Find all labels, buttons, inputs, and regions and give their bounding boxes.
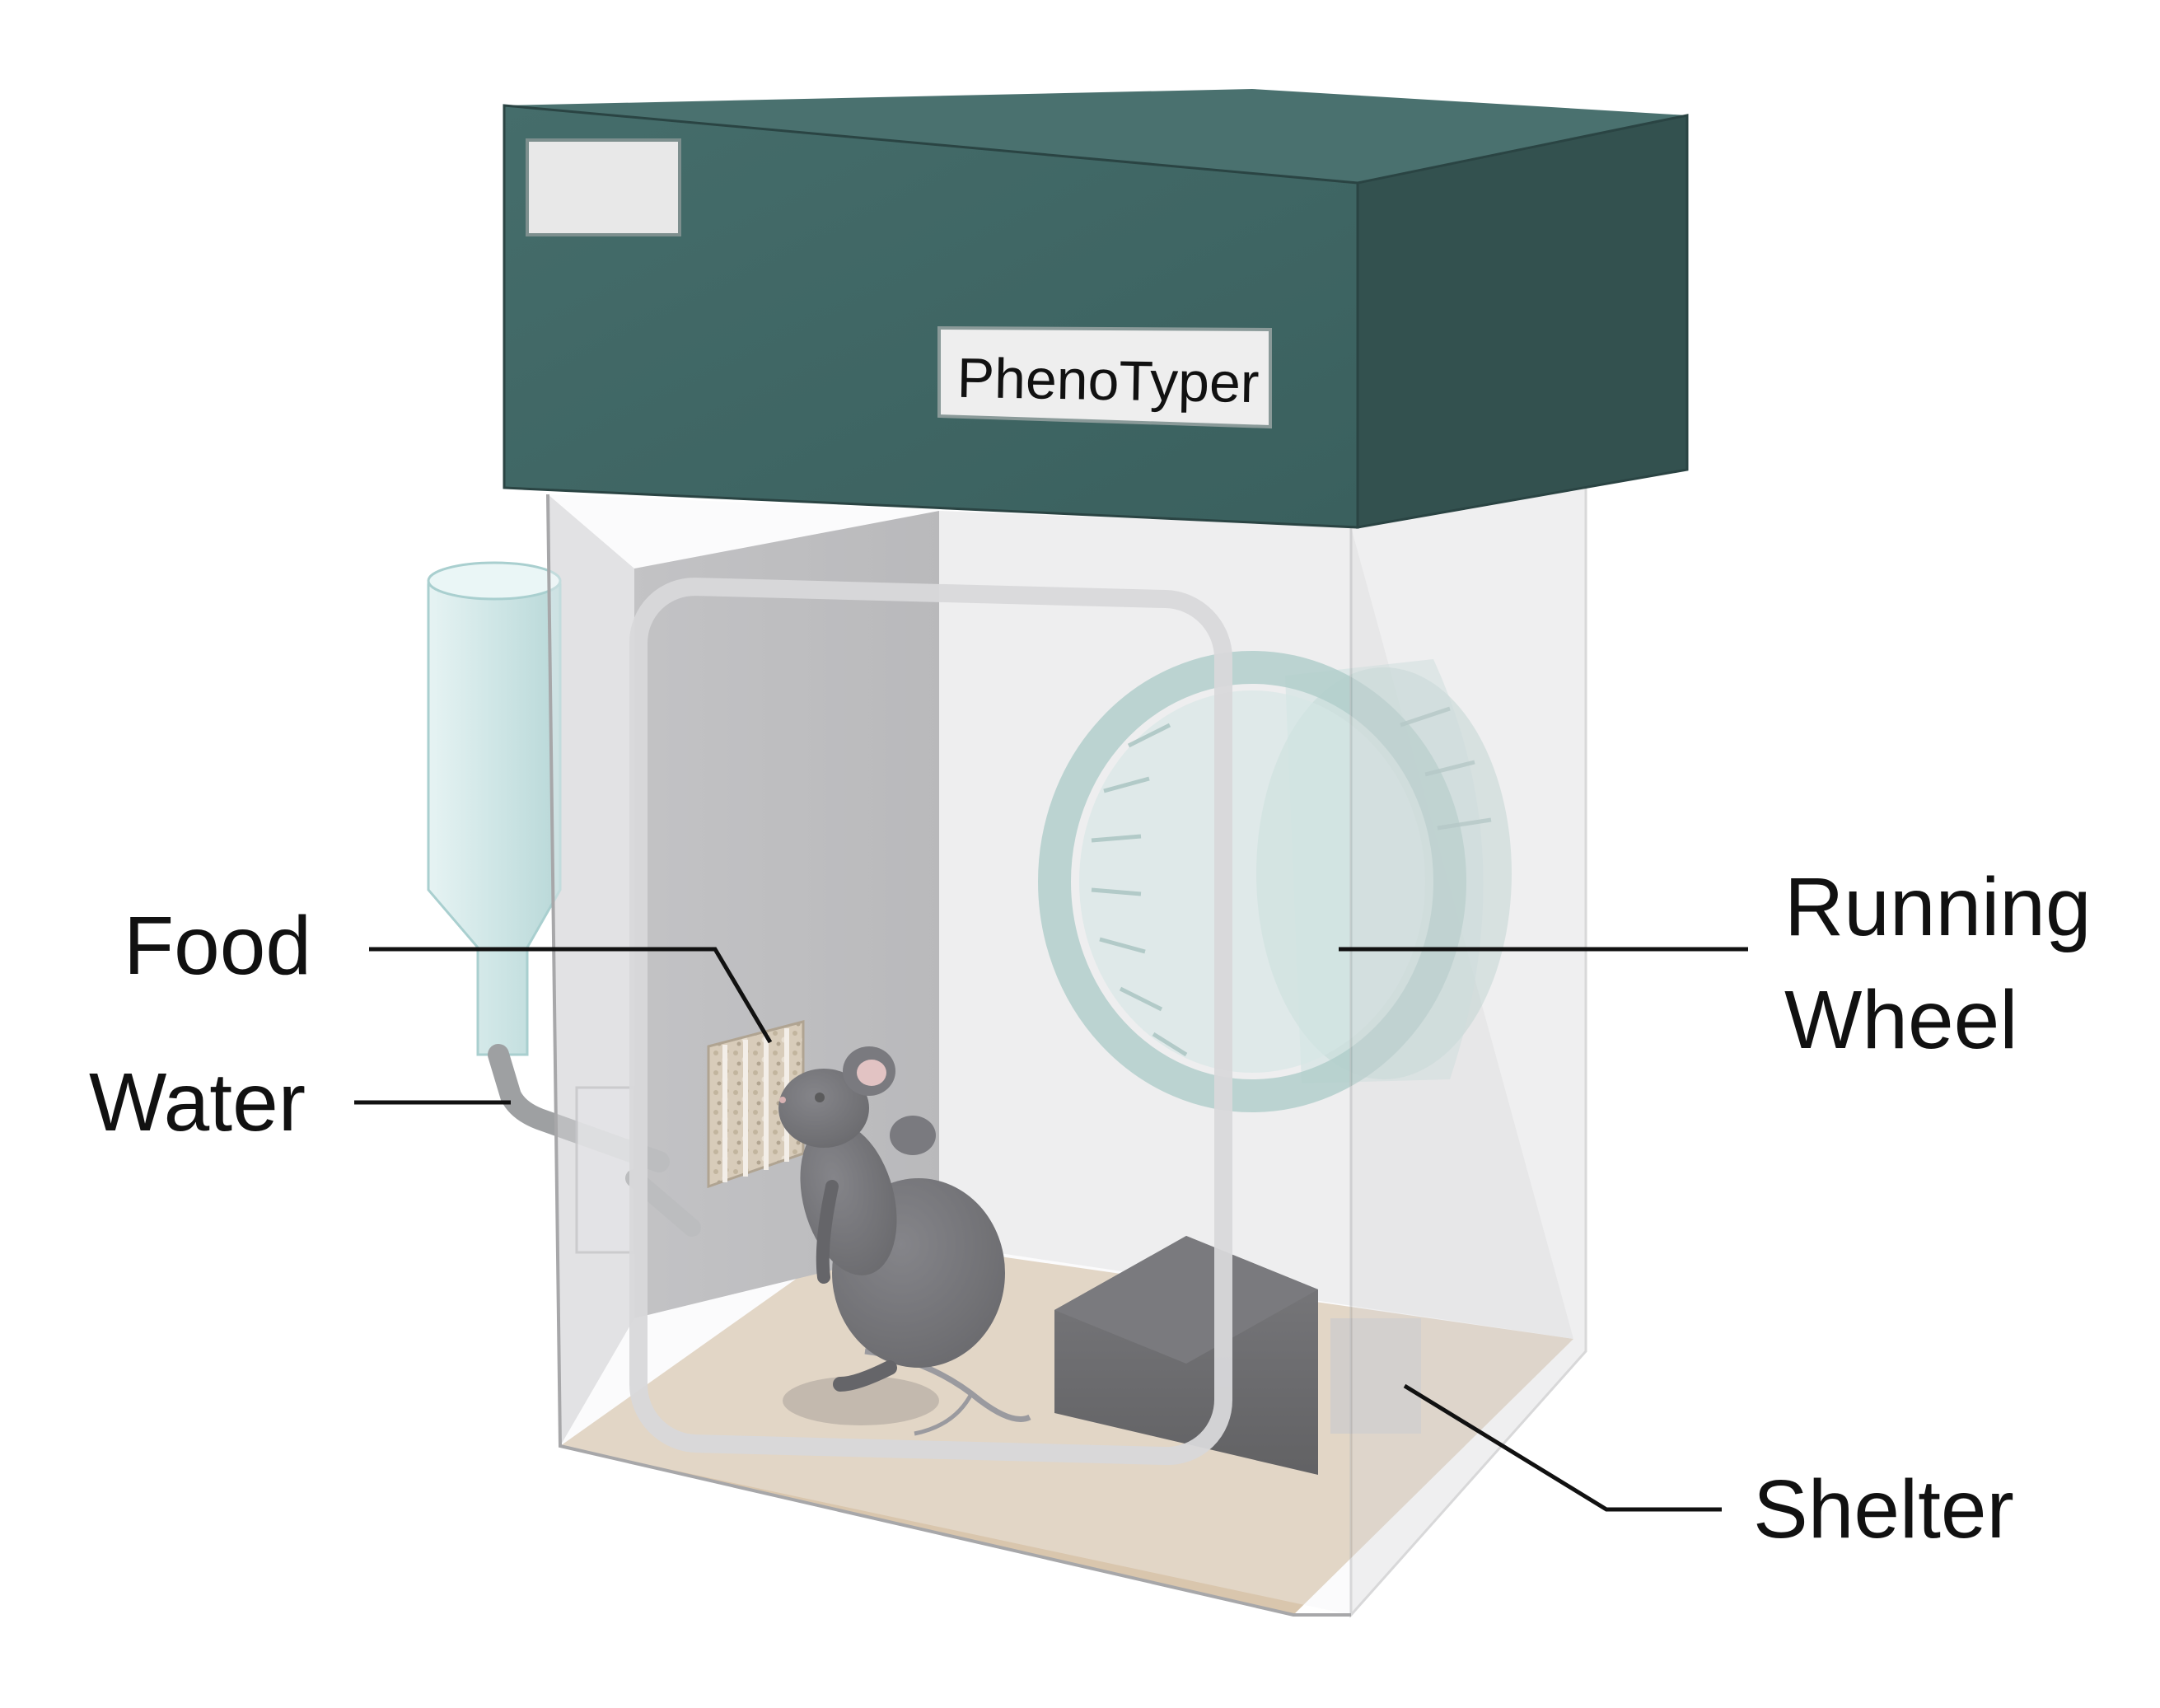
food-hopper <box>707 1020 805 1189</box>
callout-running-wheel-label-2: Wheel <box>1784 974 2017 1066</box>
callout-food: Food <box>124 900 773 1044</box>
mouse <box>778 1046 1031 1436</box>
callout-running-wheel: Running Wheel <box>1339 861 2092 1066</box>
water-bottle <box>427 561 701 1254</box>
callout-shelter-label: Shelter <box>1753 1463 2014 1556</box>
top-housing: PhenoTyper <box>503 89 1689 529</box>
callout-food-label: Food <box>124 900 311 992</box>
brand-label: PhenoTyper <box>956 347 1260 414</box>
callout-shelter: Shelter <box>1403 1383 2014 1556</box>
callout-water-label: Water <box>89 1056 306 1149</box>
cage-floor <box>560 1236 1573 1615</box>
callout-running-wheel-label-1: Running <box>1784 861 2092 953</box>
front-panel <box>546 476 1587 1618</box>
display-window <box>526 138 681 236</box>
door-frame <box>629 578 1232 1466</box>
brand-plate: PhenoTyper <box>937 325 1272 429</box>
callout-water: Water <box>89 1056 511 1149</box>
